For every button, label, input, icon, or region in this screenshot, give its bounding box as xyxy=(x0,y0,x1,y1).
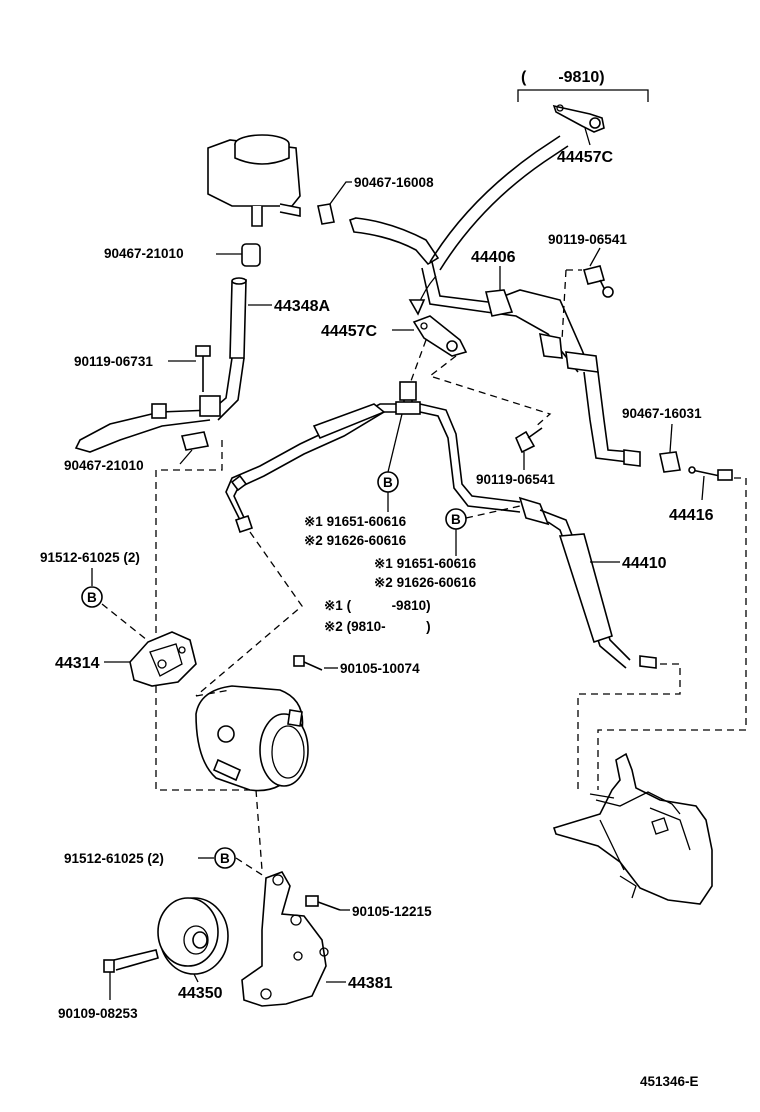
clip-90467-21010-bottom: 90467-21010 xyxy=(64,431,210,473)
flow-arrow xyxy=(408,275,437,316)
range-top-label: ( -9810) xyxy=(521,69,605,86)
label-90105-10074: 90105-10074 xyxy=(340,661,420,676)
callout-b-center-text: B xyxy=(383,475,393,490)
callout-b-center: B ※1 91651-60616 ※2 91626-60616 xyxy=(304,413,407,548)
bolt-90119-06731: 90119-06731 xyxy=(74,345,211,392)
label-44457c-top: 44457C xyxy=(557,149,613,166)
label-44381: 44381 xyxy=(348,975,393,992)
label-44406: 44406 xyxy=(471,249,516,266)
label-90467-16008: 90467-16008 xyxy=(354,175,434,190)
cover-44314: 44314 xyxy=(55,631,197,687)
power-steering-pump xyxy=(155,685,309,792)
bolt-90109-08253: 90109-08253 xyxy=(58,949,159,1021)
note-1-range: ※1 ( -9810) xyxy=(324,598,431,613)
label-44348a: 44348A xyxy=(274,298,330,315)
callout-b-bottom: 91512-61025 (2) B xyxy=(64,789,271,881)
label-90119-06731: 90119-06731 xyxy=(74,354,153,369)
label-91512-61025-top: 91512-61025 (2) xyxy=(40,550,140,565)
label-90467-16031: 90467-16031 xyxy=(622,406,702,421)
label-90119-06541-mid: 90119-06541 xyxy=(476,472,555,487)
supply-hose xyxy=(348,217,489,313)
callout-b-right: B ※1 91651-60616 ※2 91626-60616 xyxy=(374,505,521,590)
pressure-pipe-main xyxy=(195,381,521,697)
label-91512-61025-bottom: 91512-61025 (2) xyxy=(64,851,164,866)
bolt-90105-10074: 90105-10074 xyxy=(293,655,420,676)
label-90467-21010-bottom: 90467-21010 xyxy=(64,458,144,473)
note-2-range: ※2 (9810- ) xyxy=(324,619,431,634)
steering-gear xyxy=(552,752,713,905)
label-n2-91626-b: ※2 91626-60616 xyxy=(374,575,477,590)
label-n2-91626-a: ※2 91626-60616 xyxy=(304,533,407,548)
diagram-id: 451346-E xyxy=(640,1074,699,1089)
callout-b-bottom-text: B xyxy=(220,851,230,866)
label-n1-91651-b: ※1 91651-60616 xyxy=(374,556,477,571)
label-90109-08253: 90109-08253 xyxy=(58,1006,138,1021)
bracket-44457c-top: 44457C xyxy=(552,104,613,166)
label-90119-06541-top: 90119-06541 xyxy=(548,232,627,247)
callout-b-left: 91512-61025 (2) B xyxy=(40,550,153,645)
clip-90467-21010-top: 90467-21010 xyxy=(104,243,261,267)
clip-90467-16008: 90467-16008 xyxy=(317,175,434,225)
label-44410: 44410 xyxy=(622,555,667,572)
label-44416: 44416 xyxy=(669,507,714,524)
callout-b-left-text: B xyxy=(87,590,97,605)
reservoir-tank xyxy=(207,134,301,227)
union-bolt-44416: 44416 xyxy=(597,466,747,790)
pressure-hose-44410: 44410 xyxy=(518,496,681,790)
upper-pipe xyxy=(429,135,569,271)
dash-left xyxy=(155,440,223,640)
top-range-bracket: ( -9810) xyxy=(517,69,649,102)
pipe-assembly-44406: 44406 xyxy=(471,249,641,467)
label-n1-91651-a: ※1 91651-60616 xyxy=(304,514,407,529)
label-90467-21010-top: 90467-21010 xyxy=(104,246,184,261)
label-44457c-mid: 44457C xyxy=(321,323,377,340)
return-hose-44348a: 44348A xyxy=(74,277,330,453)
label-44350: 44350 xyxy=(178,985,223,1002)
callout-b-right-text: B xyxy=(451,512,461,527)
bolt-90119-06541-mid: 90119-06541 xyxy=(476,427,555,487)
bolt-90119-06541-top: 90119-06541 xyxy=(548,232,627,341)
bolt-90105-12215: 90105-12215 xyxy=(305,895,432,919)
label-90105-12215: 90105-12215 xyxy=(352,904,432,919)
clip-90467-16031: 90467-16031 xyxy=(622,406,702,473)
pulley-44350: 44350 xyxy=(157,897,229,1002)
label-44314: 44314 xyxy=(55,655,100,672)
pump-bracket-44381: 44381 xyxy=(241,871,393,1007)
